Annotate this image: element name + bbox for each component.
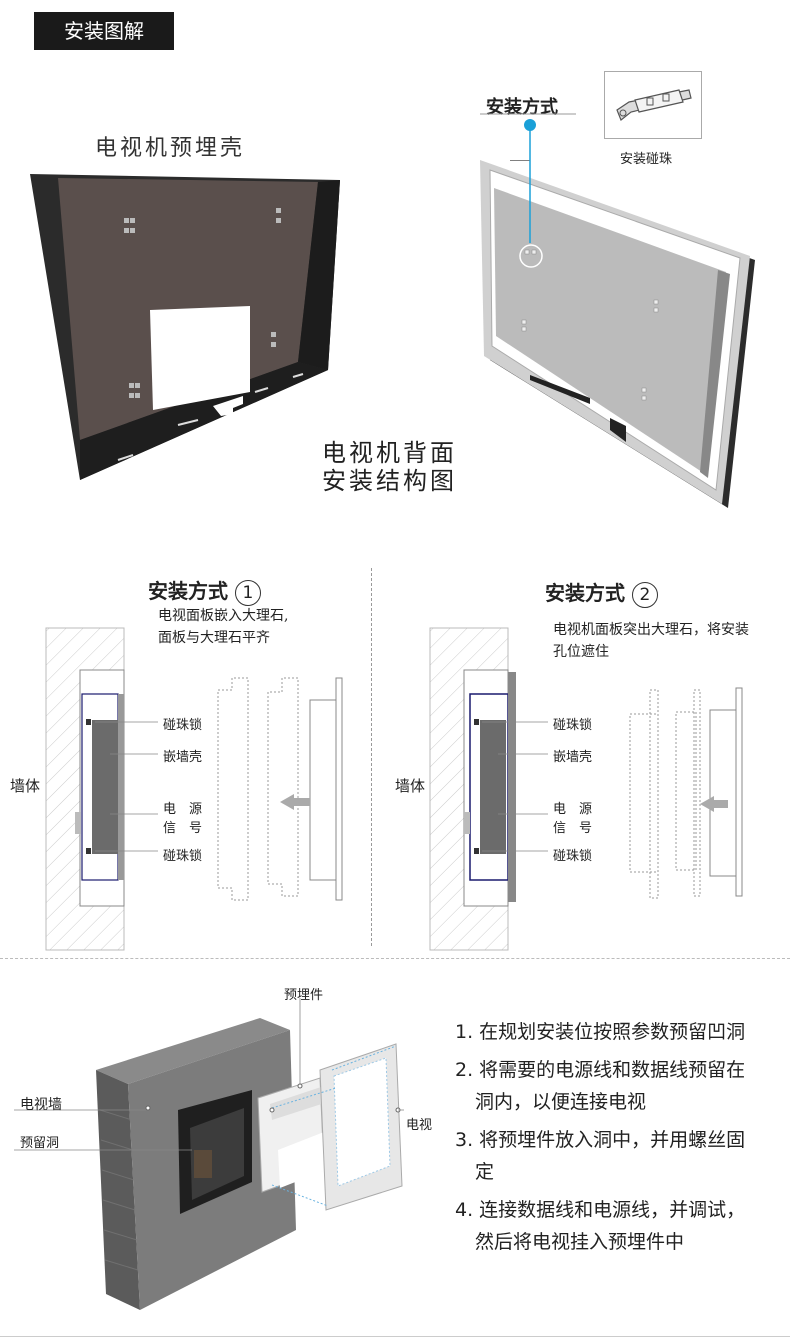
method1-number: 1 [234, 580, 261, 606]
method1-diagram [45, 627, 343, 951]
step-4: 4. 连接数据线和电源线，并调试， [455, 1199, 746, 1221]
method2-diagram [429, 627, 743, 951]
method-pointer [480, 113, 576, 243]
m1-label-shell: 嵌墙壳 [163, 750, 203, 765]
method1-title: 安装方式 1 [148, 575, 261, 606]
wall-installation-illustration [14, 998, 404, 1310]
step-2-cont: 洞内，以便连接电视 [475, 1091, 647, 1113]
m2-label-lock-bottom: 碰珠锁 [553, 849, 593, 864]
bracket-label: 安装碰珠 [620, 152, 673, 167]
step-3: 3. 将预埋件放入洞中，并用螺丝固 [455, 1129, 746, 1151]
shell-label: 电视机预埋壳 [95, 136, 246, 161]
install-steps: 1. 在规划安装位按照参数预留凹洞 2. 将需要的电源线和数据线预留在 洞内，以… [455, 1016, 785, 1264]
m2-label-signal: 信 号 [553, 821, 593, 836]
embed-part-label: 预埋件 [284, 988, 324, 1003]
method2-number: 2 [631, 582, 658, 608]
embedded-shell-illustration [30, 174, 340, 480]
method1-wall-label: 墙体 [10, 777, 41, 795]
bracket-inset-box [604, 71, 702, 139]
step-2: 2. 将需要的电源线和数据线预留在 [455, 1059, 746, 1081]
m1-label-lock-bottom: 碰珠锁 [163, 849, 203, 864]
step-4-cont: 然后将电视挂入预埋件中 [475, 1231, 685, 1253]
step-1: 1. 在规划安装位按照参数预留凹洞 [455, 1021, 746, 1043]
m1-label-lock-top: 碰珠锁 [163, 718, 203, 733]
tv-back-illustration [480, 160, 755, 508]
tv-label: 电视 [406, 1118, 433, 1133]
section-title-tag: 安装图解 [34, 12, 174, 50]
method1-desc-line1: 电视面板嵌入大理石, [158, 608, 289, 624]
section-divider-horizontal [0, 958, 790, 959]
m1-label-power: 电 源 [163, 802, 203, 817]
m1-label-signal: 信 号 [163, 821, 203, 836]
tv-wall-label: 电视墙 [20, 1097, 62, 1113]
method2-desc-line1: 电视机面板突出大理石，将安装 [553, 622, 749, 638]
method2-wall-label: 墙体 [395, 777, 426, 795]
method2-desc-line2: 孔位遮住 [553, 644, 609, 660]
method-label: 安装方式 [486, 97, 558, 118]
m2-label-shell: 嵌墙壳 [553, 750, 593, 765]
bracket-icon [616, 89, 692, 121]
back-label-line1: 电视机背面 [322, 439, 457, 467]
m2-label-power: 电 源 [553, 802, 593, 817]
method1-title-text: 安装方式 [148, 579, 228, 603]
method1-desc-line2: 面板与大理石平齐 [158, 630, 270, 646]
bottom-divider [0, 1336, 790, 1337]
reserved-hole-label: 预留洞 [20, 1136, 60, 1151]
method2-title: 安装方式 2 [545, 577, 658, 608]
back-label-line2: 安装结构图 [322, 467, 457, 495]
section-divider-vertical [371, 568, 372, 946]
method2-title-text: 安装方式 [545, 581, 625, 605]
m2-label-lock-top: 碰珠锁 [553, 718, 593, 733]
step-3-cont: 定 [475, 1161, 495, 1183]
